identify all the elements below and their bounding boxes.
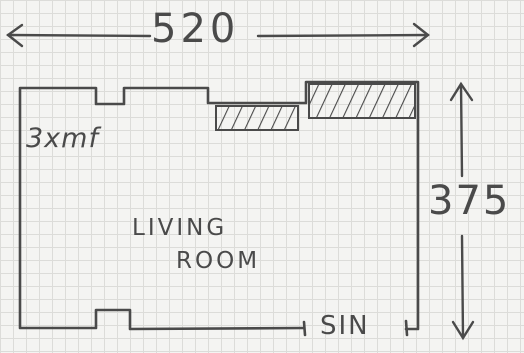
fixture-label: SIN — [320, 311, 370, 341]
window-unit — [215, 105, 299, 131]
room-walls — [18, 80, 420, 337]
hatched-counter — [308, 83, 416, 119]
room-name-line2: ROOM — [176, 248, 261, 274]
width-dimension-arrow — [5, 22, 430, 48]
height-dimension-label: 375 — [428, 178, 511, 224]
width-dimension-label: 520 — [151, 6, 240, 52]
room-code-label: 3xmf — [26, 123, 99, 154]
height-dimension-arrow — [449, 81, 475, 341]
room-name-line1: LIVING — [132, 215, 228, 241]
